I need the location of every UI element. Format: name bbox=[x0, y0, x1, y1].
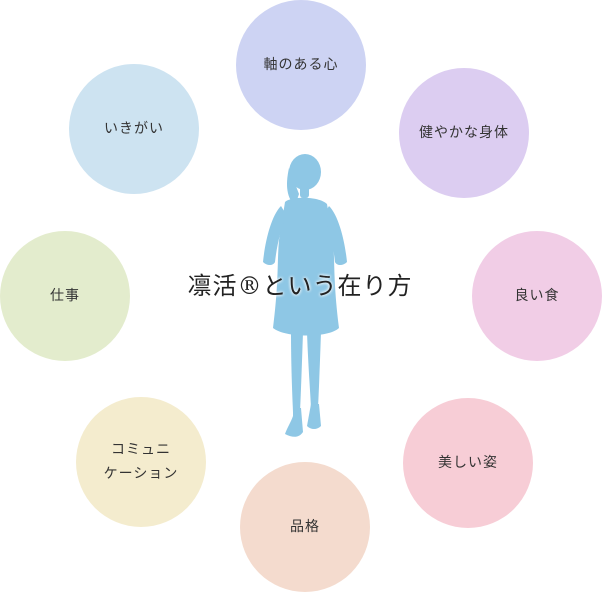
circle-ikigai: いきがい bbox=[69, 64, 199, 194]
center-title: 凛活®という在り方 bbox=[187, 272, 413, 300]
circle-label: 品格 bbox=[290, 519, 320, 535]
circle-label: 美しい姿 bbox=[438, 455, 498, 471]
circle-karada: 健やかな身体 bbox=[399, 68, 529, 198]
circle-label: 健やかな身体 bbox=[419, 125, 509, 141]
circle-sugata: 美しい姿 bbox=[403, 398, 533, 528]
circle-label-line1: コミュニ bbox=[110, 442, 171, 458]
woman-silhouette-icon bbox=[255, 150, 355, 450]
circle-shoku: 良い食 bbox=[472, 231, 602, 361]
circle-label: 仕事 bbox=[50, 288, 80, 304]
circle-label: いきがい bbox=[104, 121, 164, 137]
circle-hinkaku: 品格 bbox=[240, 462, 370, 592]
circle-communication: コミュニ ケーション bbox=[76, 397, 206, 527]
circle-kokoro: 軸のある心 bbox=[236, 0, 366, 130]
circle-label-line2: ケーション bbox=[103, 466, 179, 482]
circle-label: 良い食 bbox=[514, 288, 560, 304]
circle-label: 軸のある心 bbox=[263, 57, 339, 73]
circle-shigoto: 仕事 bbox=[0, 231, 130, 361]
